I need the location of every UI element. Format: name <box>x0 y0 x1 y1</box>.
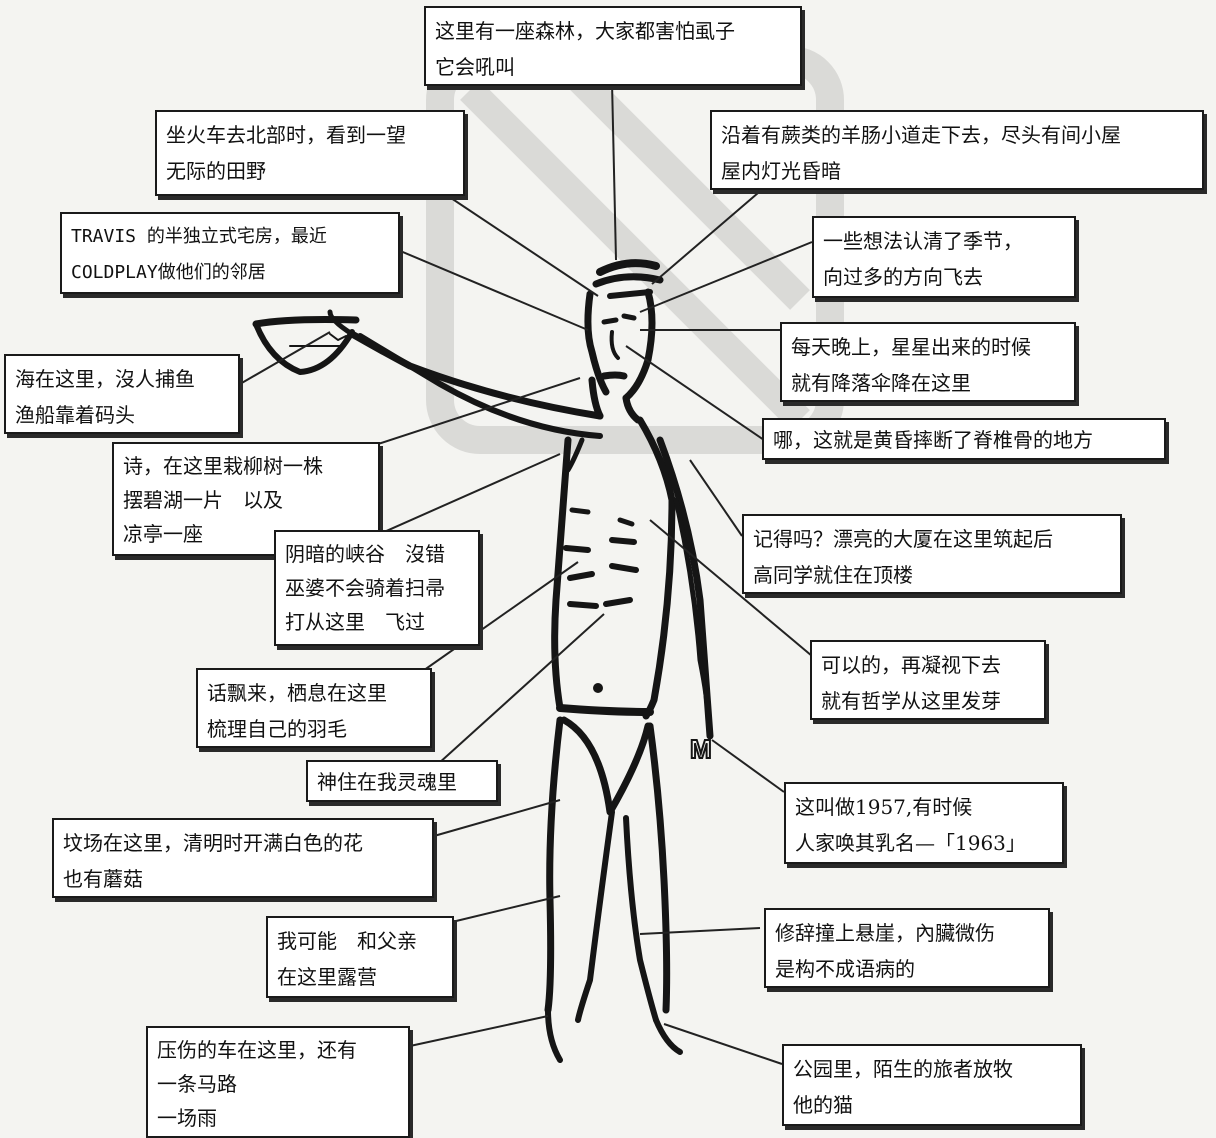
watch-letter: M <box>690 734 712 764</box>
label-words-line-1: 话飘来，栖息在这里 <box>207 681 387 705</box>
label-forest: 这里有一座森林，大家都害怕虱子 它会吼叫 <box>424 6 802 86</box>
label-rhetoric: 修辞撞上悬崖，內臟微伤 是构不成语病的 <box>764 908 1050 988</box>
label-stars: 每天晚上，星星出来的时候 就有降落伞降在这里 <box>780 322 1076 402</box>
label-season-line-1: 一些想法认清了季节， <box>823 229 1023 253</box>
label-dusk: 哪，这就是黄昏摔断了脊椎骨的地方 <box>762 418 1166 460</box>
label-poem-line-2: 摆碧湖一片 以及 <box>123 488 283 512</box>
label-road-line-2: 一条马路 <box>157 1072 237 1096</box>
label-forest-line-2: 它会吼叫 <box>435 55 515 79</box>
label-philosophy-line-2: 就有哲学从这里发芽 <box>821 689 1001 713</box>
label-building: 记得吗？漂亮的大厦在这里筑起后 高同学就住在顶楼 <box>742 514 1122 594</box>
label-god-line-1: 神住在我灵魂里 <box>317 770 457 794</box>
label-season: 一些想法认清了季节， 向过多的方向飞去 <box>812 216 1076 298</box>
label-building-line-2: 高同学就住在顶楼 <box>753 563 913 587</box>
label-camp-line-2: 在这里露营 <box>277 965 377 989</box>
leader-lines <box>239 81 813 1065</box>
label-poem-line-3: 凉亭一座 <box>123 522 203 546</box>
label-camp-line-1: 我可能 和父亲 <box>277 929 417 953</box>
label-year: 这叫做1957,有时候 人家唤其乳名—「1963」 <box>784 782 1064 864</box>
label-road-line-3: 一场雨 <box>157 1106 217 1130</box>
label-year-line-1: 这叫做1957,有时候 <box>795 795 973 819</box>
label-grave-line-1: 坟场在这里，清明时开满白色的花 <box>63 831 363 855</box>
label-park-line-2: 他的猫 <box>793 1093 853 1117</box>
label-travis-line-1: TRAVIS 的半独立式宅房，最近 <box>71 226 327 247</box>
label-poem-line-1: 诗，在这里栽柳树一株 <box>123 454 323 478</box>
label-camp: 我可能 和父亲 在这里露营 <box>266 916 454 998</box>
label-building-line-1: 记得吗？漂亮的大厦在这里筑起后 <box>753 527 1053 551</box>
human-figure <box>252 259 714 1063</box>
label-stars-line-2: 就有降落伞降在这里 <box>791 371 971 395</box>
label-rhetoric-line-1: 修辞撞上悬崖，內臟微伤 <box>775 921 995 945</box>
label-words: 话飘来，栖息在这里 梳理自己的羽毛 <box>196 668 432 748</box>
label-sea: 海在这里，沒人捕鱼 渔船靠着码头 <box>4 354 240 434</box>
label-fern-line-1: 沿着有蕨类的羊肠小道走下去，尽头有间小屋 <box>721 123 1121 147</box>
label-park-line-1: 公园里，陌生的旅者放牧 <box>793 1057 1013 1081</box>
label-sea-line-2: 渔船靠着码头 <box>15 403 135 427</box>
label-canyon-line-2: 巫婆不会骑着扫帚 <box>285 576 445 600</box>
label-canyon-line-1: 阴暗的峡谷 沒错 <box>285 542 445 566</box>
label-dusk-line-1: 哪，这就是黄昏摔断了脊椎骨的地方 <box>773 428 1093 452</box>
label-fern-line-2: 屋内灯光昏暗 <box>721 159 841 183</box>
label-train-line-1: 坐火车去北部时，看到一望 <box>166 123 406 147</box>
label-travis-line-2: COLDPLAY做他们的邻居 <box>71 262 266 283</box>
label-philosophy: 可以的，再凝视下去 就有哲学从这里发芽 <box>810 640 1046 720</box>
label-fern: 沿着有蕨类的羊肠小道走下去，尽头有间小屋 屋内灯光昏暗 <box>710 110 1204 190</box>
label-canyon: 阴暗的峡谷 沒错 巫婆不会骑着扫帚 打从这里 飞过 <box>274 530 480 646</box>
label-words-line-2: 梳理自己的羽毛 <box>207 717 347 741</box>
label-season-line-2: 向过多的方向飞去 <box>823 265 983 289</box>
label-year-line-2: 人家唤其乳名—「1963」 <box>795 831 1026 855</box>
label-rhetoric-line-2: 是构不成语病的 <box>775 957 915 981</box>
label-train-line-2: 无际的田野 <box>166 159 266 183</box>
label-grave: 坟场在这里，清明时开满白色的花 也有蘑菇 <box>52 818 434 898</box>
label-road-line-1: 压伤的车在这里，还有 <box>157 1038 357 1062</box>
label-grave-line-2: 也有蘑菇 <box>63 867 143 891</box>
label-god: 神住在我灵魂里 <box>306 760 498 802</box>
label-train: 坐火车去北部时，看到一望 无际的田野 <box>155 110 465 196</box>
label-stars-line-1: 每天晚上，星星出来的时候 <box>791 335 1031 359</box>
label-canyon-line-3: 打从这里 飞过 <box>285 610 425 634</box>
label-philosophy-line-1: 可以的，再凝视下去 <box>821 653 1001 677</box>
label-park: 公园里，陌生的旅者放牧 他的猫 <box>782 1044 1082 1126</box>
label-forest-line-1: 这里有一座森林，大家都害怕虱子 <box>435 19 735 43</box>
label-travis: TRAVIS 的半独立式宅房，最近 COLDPLAY做他们的邻居 <box>60 212 400 294</box>
label-sea-line-1: 海在这里，沒人捕鱼 <box>15 367 195 391</box>
label-road: 压伤的车在这里，还有 一条马路 一场雨 <box>146 1026 410 1138</box>
